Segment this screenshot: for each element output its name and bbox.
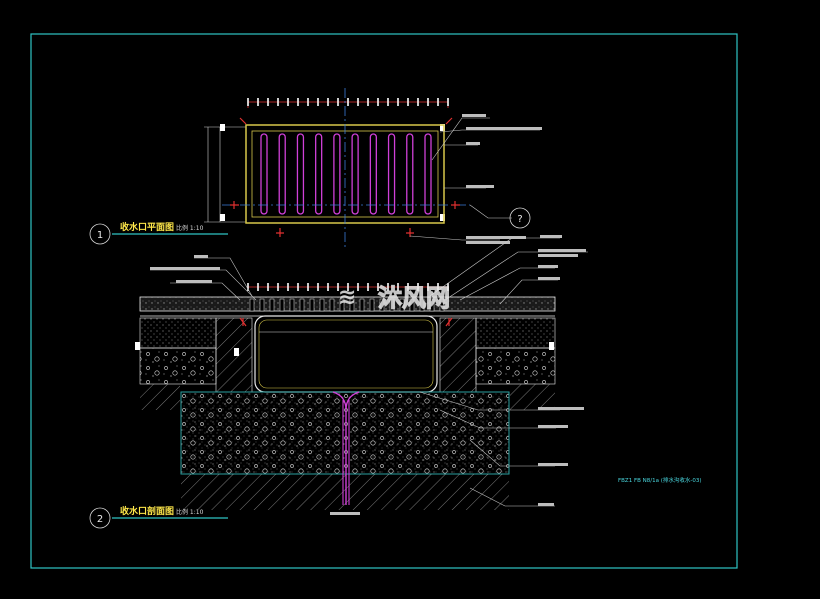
left-gravel-base (139, 347, 217, 385)
pipe-annotation (330, 512, 360, 515)
grate-bar (419, 298, 425, 312)
grate-slot (315, 133, 323, 215)
grate-slot (278, 133, 286, 215)
right-gravel-base (475, 347, 556, 385)
plan-dimension-ticks (247, 98, 449, 106)
grate-slots (260, 133, 432, 215)
plan-dim-marker (220, 124, 225, 131)
grate-bar (389, 298, 395, 312)
plan-left-dimension (204, 126, 246, 223)
plan-dim-marker (440, 124, 445, 131)
grate-slot (369, 133, 377, 215)
plan-dim-marker (220, 214, 225, 221)
section-left-labels (150, 255, 220, 283)
grate-bar (409, 298, 415, 312)
plan-dim-marker (440, 214, 445, 221)
right-sub-base (475, 317, 556, 349)
grate-slot (296, 133, 305, 215)
section-view-scale: 比例 1:10 (176, 508, 204, 516)
plan-view: ? 1 收水口平面图 比例 1:10 (89, 88, 542, 250)
plan-anchor-markers (230, 117, 460, 237)
grate-bar (289, 298, 295, 312)
grate-slot (387, 133, 396, 215)
section-callout: ? (509, 207, 531, 229)
plan-view-marker-circle (89, 223, 111, 245)
drain-pipe (332, 391, 360, 505)
drain-channel (254, 315, 438, 393)
section-view-marker: 2 (97, 514, 103, 525)
section-callout-mark: ? (517, 214, 522, 225)
section-dimension-ticks (247, 283, 449, 291)
section-view-marker-circle (89, 507, 111, 529)
sheet-frame (30, 33, 738, 569)
section-edge-marker (234, 348, 239, 356)
paving-layer (139, 296, 556, 312)
grate-bar (369, 298, 375, 312)
grate-slot (351, 133, 359, 215)
right-soil-hatch (510, 384, 555, 410)
watermark-logo-icon: ≋ (338, 285, 356, 310)
grate-bar (359, 298, 365, 312)
grate-bar (259, 298, 265, 312)
grate-bar (319, 298, 325, 312)
section-anchor-markers (239, 317, 453, 327)
grate-bar (349, 298, 355, 312)
grate-slot (406, 133, 414, 215)
grate-bar (339, 298, 345, 312)
watermark-text: 沐风网 (378, 284, 450, 312)
grate-bar (299, 298, 305, 312)
plan-view-marker: 1 (97, 230, 103, 241)
grate-bar (379, 298, 385, 312)
grate-slot (333, 133, 341, 215)
plan-view-title: 收水口平面图 (120, 221, 174, 233)
section-left-leaders (150, 257, 257, 301)
section-edge-marker (135, 342, 140, 350)
grate-slot (424, 133, 432, 215)
section-view-title: 收水口剖面图 (120, 505, 174, 517)
grate-bar (399, 298, 405, 312)
grate-bar (269, 298, 275, 312)
grate-bar (309, 298, 315, 312)
section-view: 2 收水口剖面图 比例 1:10 (89, 235, 588, 529)
section-edge-marker (549, 342, 554, 350)
section-right-labels (538, 235, 586, 506)
grate-bar (279, 298, 285, 312)
right-channel-wall (439, 317, 477, 393)
grate-bars (249, 298, 445, 312)
plan-label-text (462, 114, 542, 244)
grate-bar (249, 298, 255, 312)
grate-bar (439, 298, 445, 312)
watermark: ≋ 沐风网 (338, 283, 451, 312)
foundation-soil-hatch (181, 474, 509, 510)
grate-bar (329, 298, 335, 312)
grate-bar (429, 298, 435, 312)
left-soil-hatch (140, 384, 180, 410)
grate-slot (260, 133, 268, 215)
drawing-note: FBZ1 FB N8/1a (排水沟收水-03) (618, 476, 702, 484)
plan-view-scale: 比例 1:10 (176, 224, 204, 232)
drain-channel-inner (258, 319, 434, 389)
left-sub-base (139, 317, 217, 349)
